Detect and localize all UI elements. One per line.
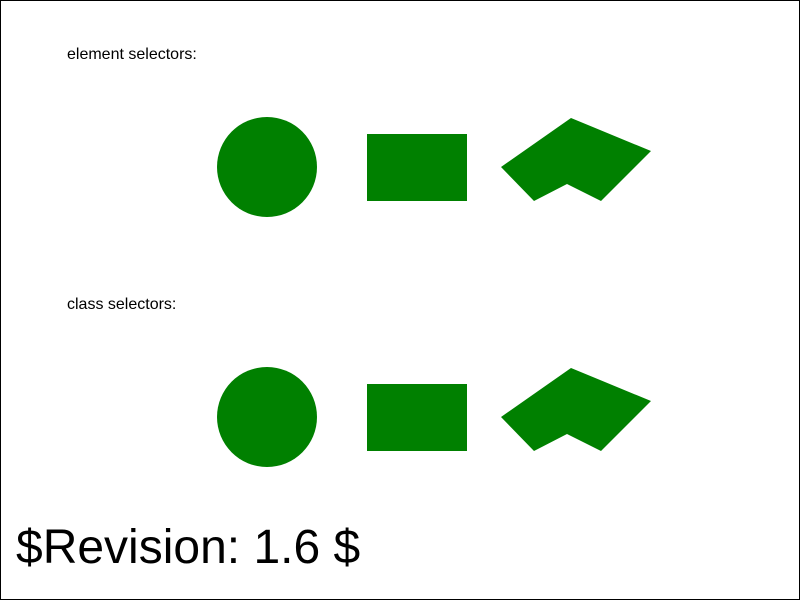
class-circle-shape bbox=[217, 367, 317, 467]
element-selectors-label: element selectors: bbox=[67, 46, 197, 63]
class-selectors-label: class selectors: bbox=[67, 296, 177, 313]
class-rect-shape bbox=[367, 384, 467, 451]
element-rect-shape bbox=[367, 134, 467, 201]
element-polygon-shape bbox=[501, 118, 651, 201]
class-selectors-shape-group bbox=[217, 367, 651, 467]
element-selectors-shape-group bbox=[217, 117, 651, 217]
revision-label: $Revision: 1.6 $ bbox=[16, 521, 361, 574]
element-circle-shape bbox=[217, 117, 317, 217]
class-polygon-shape bbox=[501, 368, 651, 451]
